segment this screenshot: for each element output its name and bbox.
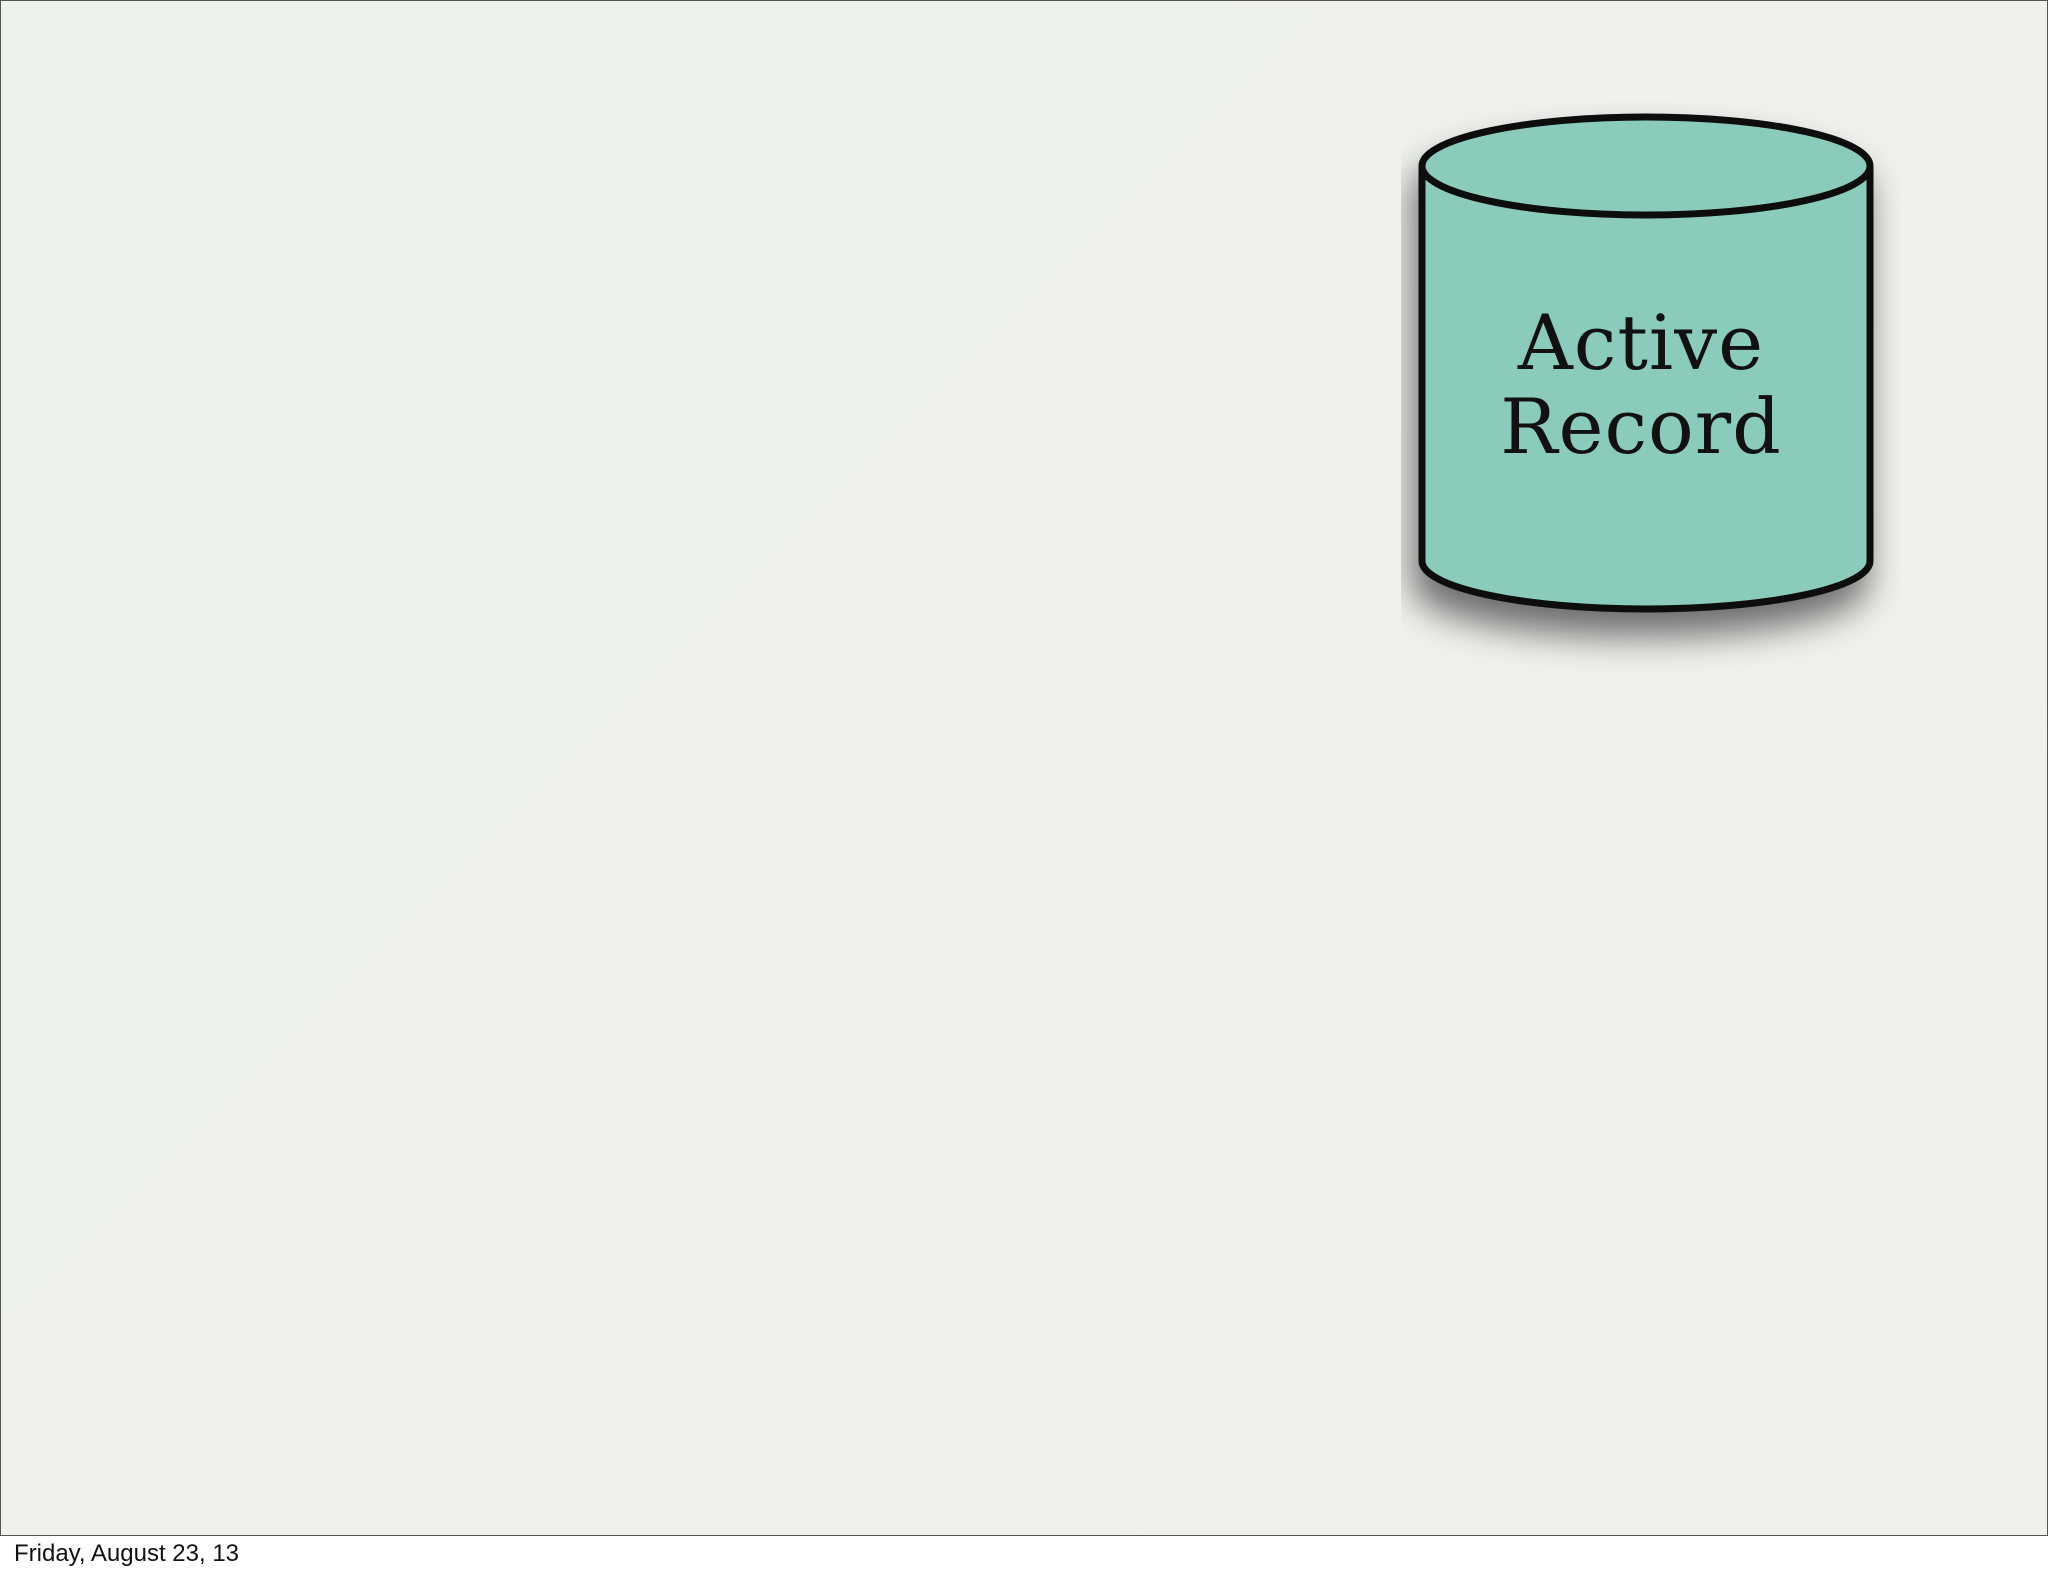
- cylinder-top: [1418, 113, 1874, 219]
- footer-date: Friday, August 23, 13: [14, 1540, 240, 1567]
- database-cylinder-icon: [1418, 113, 1874, 613]
- cylinder-body: [1418, 166, 1874, 613]
- database-label-line2: Record: [1500, 382, 1782, 471]
- slide-canvas: Active Record: [0, 0, 2048, 1536]
- database-label-line1: Active: [1517, 298, 1765, 387]
- database-label: Active Record: [1421, 301, 1861, 469]
